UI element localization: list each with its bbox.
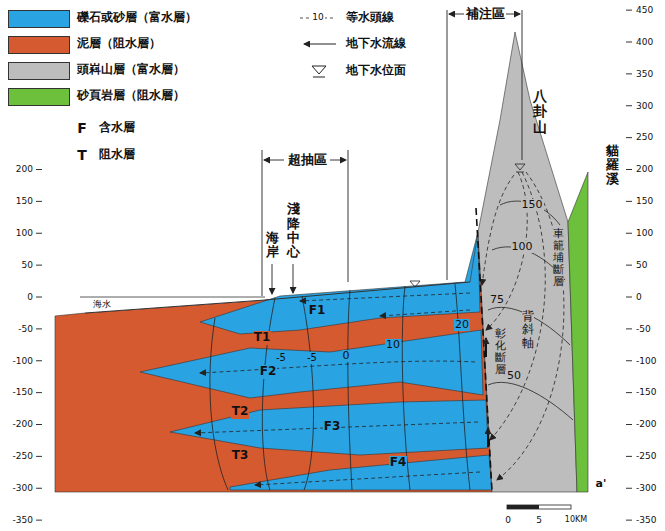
legend-symbol: 10 [311,12,324,22]
legend-text: 地下水位面 [345,64,407,78]
location-label: 海岸 [266,231,279,260]
mountain-label: 八卦山 [533,89,547,135]
axis-value: 100 [635,228,654,238]
location-label: 淺降中心 [287,202,300,259]
head-value: 150 [521,199,544,212]
axis-value: 0 [635,292,643,302]
axis-value: 0 [26,292,34,302]
zone-label: 超抽區 [287,153,328,168]
axis-value: -100 [12,356,34,366]
head-value: 0 [342,350,351,363]
legend-text: 阻水層 [98,148,136,162]
legend-symbol: T [76,147,88,163]
axis-label: 背斜軸 [522,310,534,350]
section-label: a' [595,478,608,491]
axis-value: 200 [635,164,654,174]
layer-label: T1 [253,331,272,345]
axis-value: -250 [12,451,34,461]
legend-swatch [8,36,70,54]
axis-value: -50 [635,324,652,334]
layer-label: F2 [259,365,278,379]
legend-text: 頭嵙山層（富水層） [76,63,186,77]
head-value: 75 [489,294,505,307]
axis-value: -150 [12,387,34,397]
head-value: -5 [275,352,287,364]
axis-value: 450 [635,5,654,15]
legend-swatch [8,88,70,106]
shale-formation [568,172,588,492]
head-value: 20 [454,319,470,332]
axis-value: -300 [635,483,657,493]
layer-label: T2 [231,405,250,419]
axis-value: 200 [15,164,34,174]
axis-value: 150 [635,196,654,206]
scale-label: 10KM [564,515,588,524]
axis-value: 100 [15,228,34,238]
axis-value: 350 [635,69,654,79]
axis-value: -350 [635,515,657,525]
axis-value: 150 [15,196,34,206]
toukoshan-formation [470,32,577,492]
sea-label: 海水 [92,299,112,309]
legend-text: 泥層（阻水層） [76,37,162,51]
scale-label: 0 [504,515,512,525]
layer-label: F4 [389,456,408,470]
aquifer-f4 [230,455,492,490]
fault-label: 車籠埔斷層 [553,228,564,288]
layer-label: F1 [308,304,327,318]
axis-value: -150 [635,387,657,397]
axis-value: 400 [635,37,654,47]
aquifer-f3 [170,400,488,455]
legend-text: 含水層 [98,121,136,135]
legend-text: 地下水流線 [345,37,407,51]
river-label: 貓羅溪 [606,144,619,187]
axis-value: -100 [635,356,657,366]
scale-label: 5 [535,515,543,525]
axis-value: -50 [17,324,34,334]
head-value: -5 [306,352,318,364]
zone-label: 補注區 [465,7,506,22]
axis-value: 250 [635,132,654,142]
axis-value: 50 [635,260,648,270]
legend-swatch [8,62,70,80]
layer-label: F3 [323,420,342,434]
axis-value: -200 [635,419,657,429]
axis-value: -300 [12,483,34,493]
aquifer-f1 [200,232,480,334]
legend-text: 礫石或砂層（富水層） [76,11,198,25]
axis-value: 300 [635,101,654,111]
axis-value: -200 [12,419,34,429]
axis-value: -350 [12,515,34,525]
legend-swatch [8,10,70,28]
axis-value: -250 [635,451,657,461]
fault-label: 彰化斷層 [495,328,506,376]
axis-value: 50 [21,260,34,270]
legend-text: 等水頭線 [345,11,395,25]
mud-layer [55,232,492,492]
head-value: 10 [385,339,401,352]
head-value: 100 [511,241,534,254]
layer-label: T3 [231,449,250,463]
legend-symbol: F [76,120,88,136]
head-value: 50 [506,370,522,383]
legend-text: 砂頁岩層（阻水層） [76,89,186,103]
